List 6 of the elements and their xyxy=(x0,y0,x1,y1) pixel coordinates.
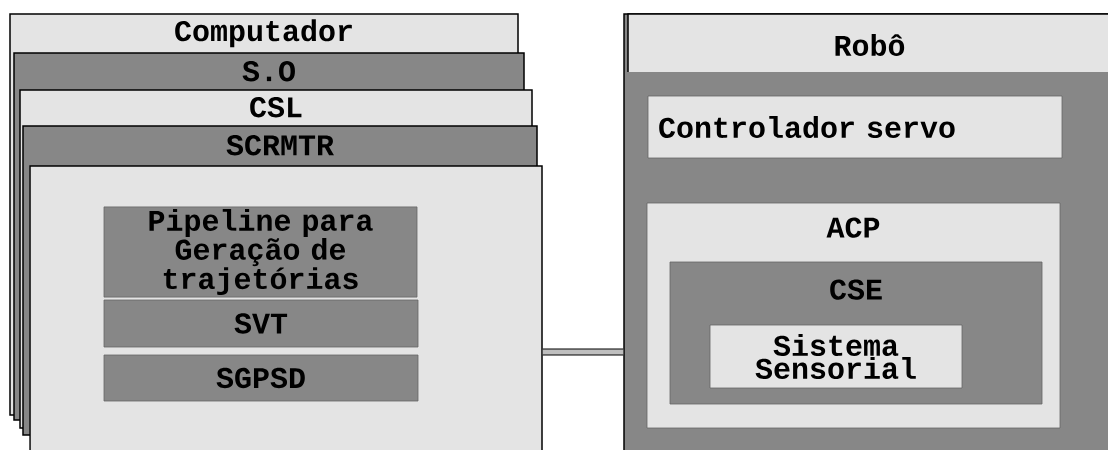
module-box: SVT xyxy=(103,299,419,348)
pipe-connector xyxy=(542,348,624,356)
module-box: Sistema Sensorial xyxy=(709,324,963,389)
module-box: Pipeline para Geração de trajetórias xyxy=(103,206,418,298)
module-box: Controlador servo xyxy=(647,95,1063,159)
module-box: SGPSD xyxy=(103,354,419,402)
